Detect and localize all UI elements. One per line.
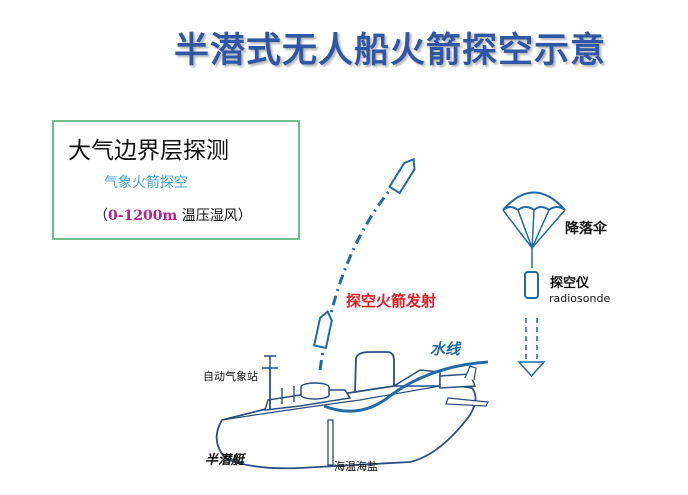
- vessel-label: 半潜艇: [205, 453, 245, 468]
- note-suffix: 温压湿风）: [177, 208, 252, 224]
- note-range: 0-1200m: [108, 208, 178, 224]
- radiosonde-en-label: radiosonde: [549, 292, 611, 305]
- info-box: 大气边界层探测 气象火箭探空 （0-1200m 温压湿风）: [52, 120, 300, 240]
- info-box-subheading: 气象火箭探空: [104, 175, 188, 191]
- rocket-launch-label: 探空火箭发射: [346, 292, 437, 310]
- radiosonde-label: 探空仪: [550, 276, 590, 291]
- rocket-upper-icon: [388, 157, 416, 195]
- rocket-lower-icon: [313, 309, 333, 350]
- waterline: [323, 360, 489, 413]
- radiosonde-icon: [524, 271, 539, 299]
- info-box-note: （0-1200m 温压湿风）: [94, 205, 252, 225]
- waterline-label: 水线: [430, 340, 461, 358]
- info-box-heading: 大气边界层探测: [68, 138, 229, 164]
- sea-temp-salinity-label: 海温海盐: [334, 460, 378, 473]
- note-prefix: （: [94, 208, 108, 224]
- page-title: 半潜式无人船火箭探空示意: [173, 31, 606, 71]
- descent-arrow-icon: [517, 318, 546, 378]
- parachute-label: 降落伞: [565, 221, 607, 237]
- parachute-icon: [502, 191, 566, 268]
- rocket-trajectory: [318, 189, 392, 371]
- weather-station-label: 自动气象站: [203, 370, 258, 383]
- vessel-icon: [215, 351, 489, 470]
